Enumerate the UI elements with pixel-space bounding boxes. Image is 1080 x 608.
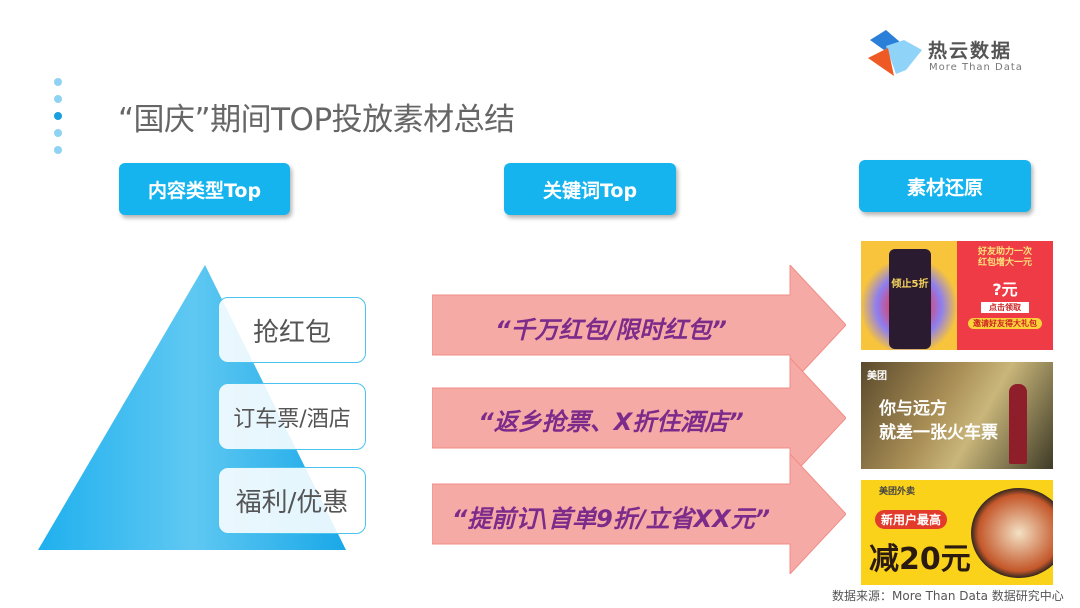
- ad-redpacket: 倾止5折 好友助力一次 红包增大一元 ?元 点击领取 邀请好友得大礼包: [861, 241, 1053, 350]
- logo-tagline: More Than Data: [929, 62, 1023, 73]
- ad-train-figure: [1009, 384, 1027, 464]
- ad-food-tag: 新用户最高: [875, 510, 948, 529]
- page-title: “国庆”期间TOP投放素材总结: [118, 102, 515, 138]
- pyramid-level-1: 抢红包: [218, 297, 366, 363]
- nav-dot: [54, 95, 62, 103]
- pyramid-level-2: 订车票/酒店: [218, 383, 366, 450]
- ad-train-brand: 美团: [867, 371, 887, 382]
- nav-dot-active: [54, 112, 62, 120]
- ad-redpacket-button: 点击领取: [981, 302, 1029, 313]
- pyramid-level-3: 福利/优惠: [218, 467, 366, 534]
- ad-phone-text: 倾止5折: [889, 249, 931, 349]
- keyword-1: “千万红包/限时红包”: [495, 316, 727, 344]
- ad-train-line2: 就差一张火车票: [879, 423, 998, 443]
- keyword-2: “返乡抢票、X折住酒店”: [478, 408, 744, 436]
- nav-dot: [54, 78, 62, 86]
- logo-icon: [866, 28, 926, 80]
- ad-train-line1: 你与远方: [879, 399, 947, 419]
- ad-redpacket-cta: 邀请好友得大礼包: [968, 318, 1042, 329]
- source-note: 数据来源：More Than Data 数据研究中心: [832, 589, 1064, 603]
- header-content-type: 内容类型Top: [119, 163, 290, 215]
- ad-food-delivery: 美团外卖 新用户最高 减20元: [861, 480, 1053, 585]
- keyword-3: “提前订\首单9折/立省XX元”: [451, 505, 771, 533]
- ad-food-brand: 美团外卖: [879, 487, 916, 497]
- header-creative: 素材还原: [859, 160, 1031, 212]
- ad-food-dish: [971, 488, 1053, 578]
- ad-food-offer: 减20元: [869, 542, 971, 577]
- nav-dot: [54, 146, 62, 154]
- logo-name: 热云数据: [928, 40, 1013, 62]
- ad-redpacket-headline: 好友助力一次 红包增大一元: [977, 247, 1032, 268]
- arrow-2: [432, 358, 846, 478]
- arrow-1: [432, 265, 846, 385]
- ad-redpacket-amount: ?元: [992, 280, 1018, 299]
- arrow-3: [432, 454, 846, 574]
- nav-dot: [54, 129, 62, 137]
- header-keywords: 关键词Top: [504, 163, 676, 215]
- ad-train-ticket: 美团 你与远方 就差一张火车票: [861, 362, 1053, 469]
